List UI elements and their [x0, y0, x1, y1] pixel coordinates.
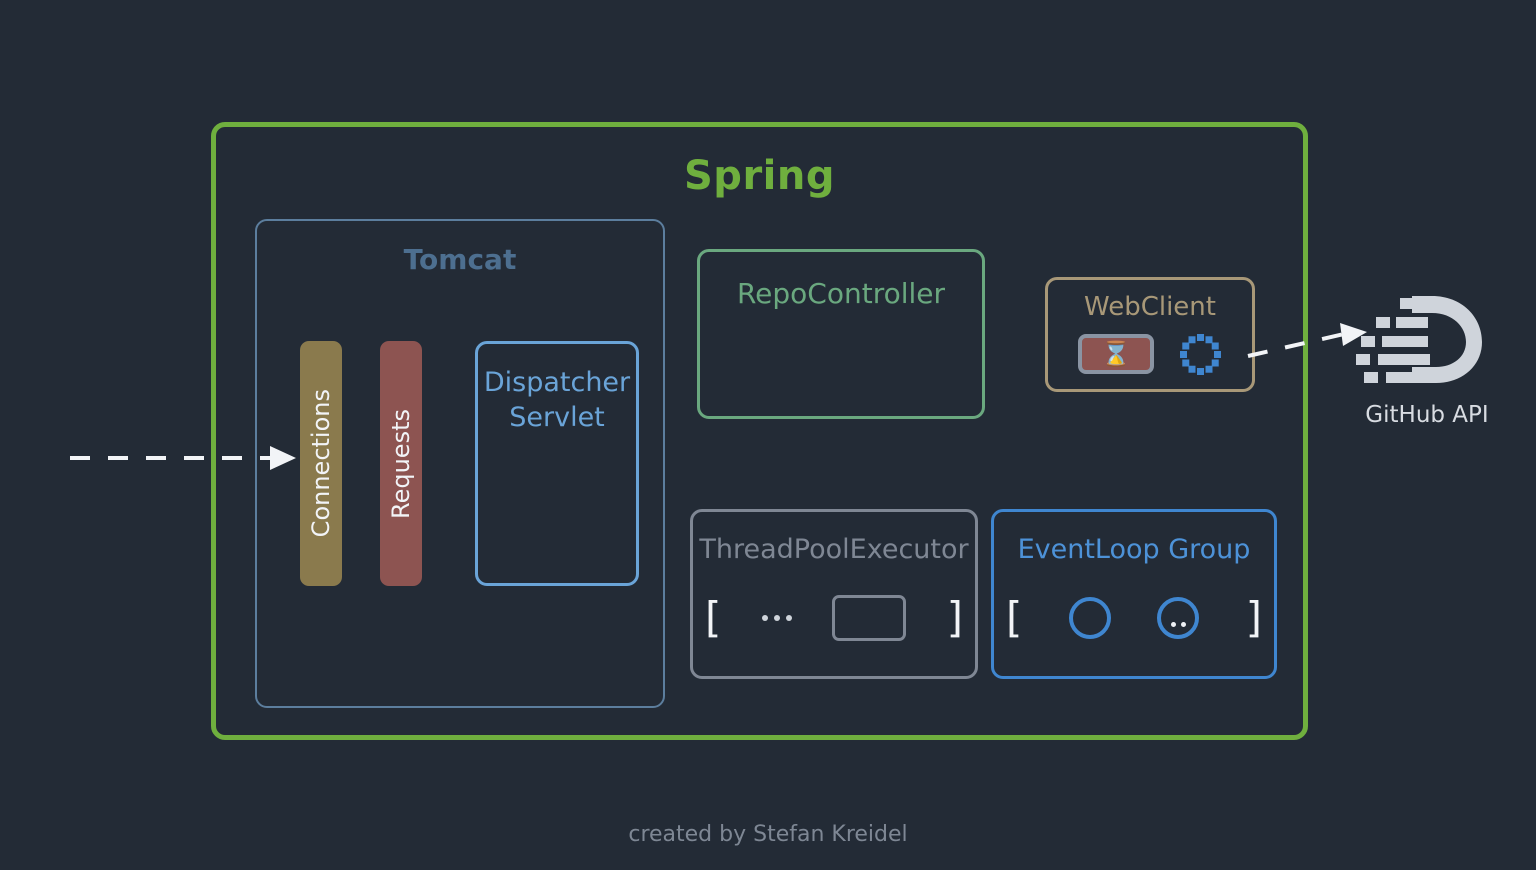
github-api-label: GitHub API	[1365, 402, 1489, 428]
web-client-box: WebClient ⌛	[1045, 277, 1255, 392]
event-loop-circle-icon	[1068, 597, 1111, 639]
thread-pool-executor-label: ThreadPoolExecutor	[699, 534, 969, 565]
hourglass-glyph: ⌛	[1101, 340, 1131, 368]
github-api-node: GitHub API	[1356, 288, 1498, 428]
web-client-status-row: ⌛	[1048, 332, 1252, 376]
thread-pool-executor-box: ThreadPoolExecutor [ ]	[690, 509, 978, 679]
event-loop-group-label: EventLoop Group	[1017, 534, 1251, 565]
dispatcher-servlet-label-line1: Dispatcher	[483, 367, 631, 398]
event-loop-group-box: EventLoop Group [ ]	[991, 509, 1277, 679]
thread-pool-queue-row: [ ]	[705, 590, 963, 646]
footer-credit: created by Stefan Kreidel	[628, 822, 908, 847]
cloud-api-icon	[1356, 296, 1482, 383]
repo-controller-box: RepoController	[697, 249, 985, 419]
web-client-label: WebClient	[1084, 292, 1216, 322]
thread-pool-task-slot	[832, 595, 907, 641]
event-loop-circle-with-tasks-icon	[1157, 597, 1200, 639]
event-loop-task-dots-icon	[1170, 622, 1186, 627]
tomcat-container: Tomcat	[255, 219, 665, 708]
thread-pool-bracket-close: ]	[946, 593, 963, 642]
tomcat-title: Tomcat	[403, 243, 517, 276]
dispatcher-servlet-box: Dispatcher Servlet	[475, 341, 639, 586]
event-loop-row: [ ]	[1006, 590, 1262, 646]
repo-controller-label: RepoController	[736, 277, 946, 310]
thread-pool-bracket-open: [	[705, 593, 722, 642]
spring-container: Spring	[211, 122, 1308, 740]
thread-pool-ellipsis-icon	[761, 615, 792, 621]
event-loop-bracket-open: [	[1006, 593, 1023, 642]
spring-title: Spring	[684, 153, 835, 199]
requests-bar: Requests	[380, 341, 422, 586]
event-loop-bracket-close: ]	[1245, 593, 1262, 642]
dispatcher-servlet-label-line2: Servlet	[509, 401, 605, 433]
connections-bar: Connections	[300, 341, 342, 586]
hourglass-icon: ⌛	[1078, 334, 1154, 374]
connections-label: Connections	[307, 389, 335, 538]
requests-label: Requests	[387, 408, 415, 519]
loading-spinner-icon	[1178, 332, 1222, 376]
